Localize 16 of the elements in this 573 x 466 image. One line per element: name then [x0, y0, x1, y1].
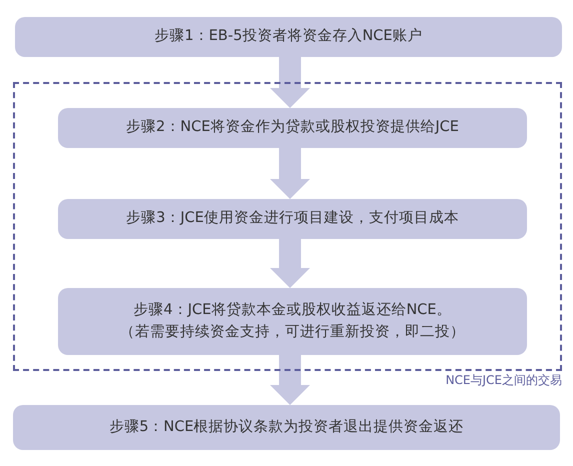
step-text: 步骤5：NCE根据协议条款为投资者退出提供资金返还 — [109, 418, 464, 437]
arrow — [270, 148, 310, 199]
step-box — [13, 405, 560, 450]
step-box — [58, 199, 527, 239]
step-text: （若需要持续资金支持，可进行重新投资，即二投） — [120, 322, 465, 342]
arrow — [270, 355, 310, 405]
group-label: NCE与JCE之间的交易 — [446, 372, 562, 389]
step-text: 步骤4：JCE将贷款本金或股权收益返还给NCE。 — [134, 301, 452, 320]
step-text: 步骤1：EB-5投资者将资金存入NCE账户 — [154, 27, 422, 46]
step-box — [15, 17, 562, 57]
arrow — [270, 239, 310, 288]
step-text: 步骤2：NCE将资金作为贷款或股权投资提供给JCE — [126, 118, 459, 138]
arrow — [270, 57, 310, 108]
step-box — [58, 288, 527, 355]
step-text: 步骤3：JCE使用资金进行项目建设，支付项目成本 — [126, 209, 459, 228]
step-box — [58, 108, 527, 148]
